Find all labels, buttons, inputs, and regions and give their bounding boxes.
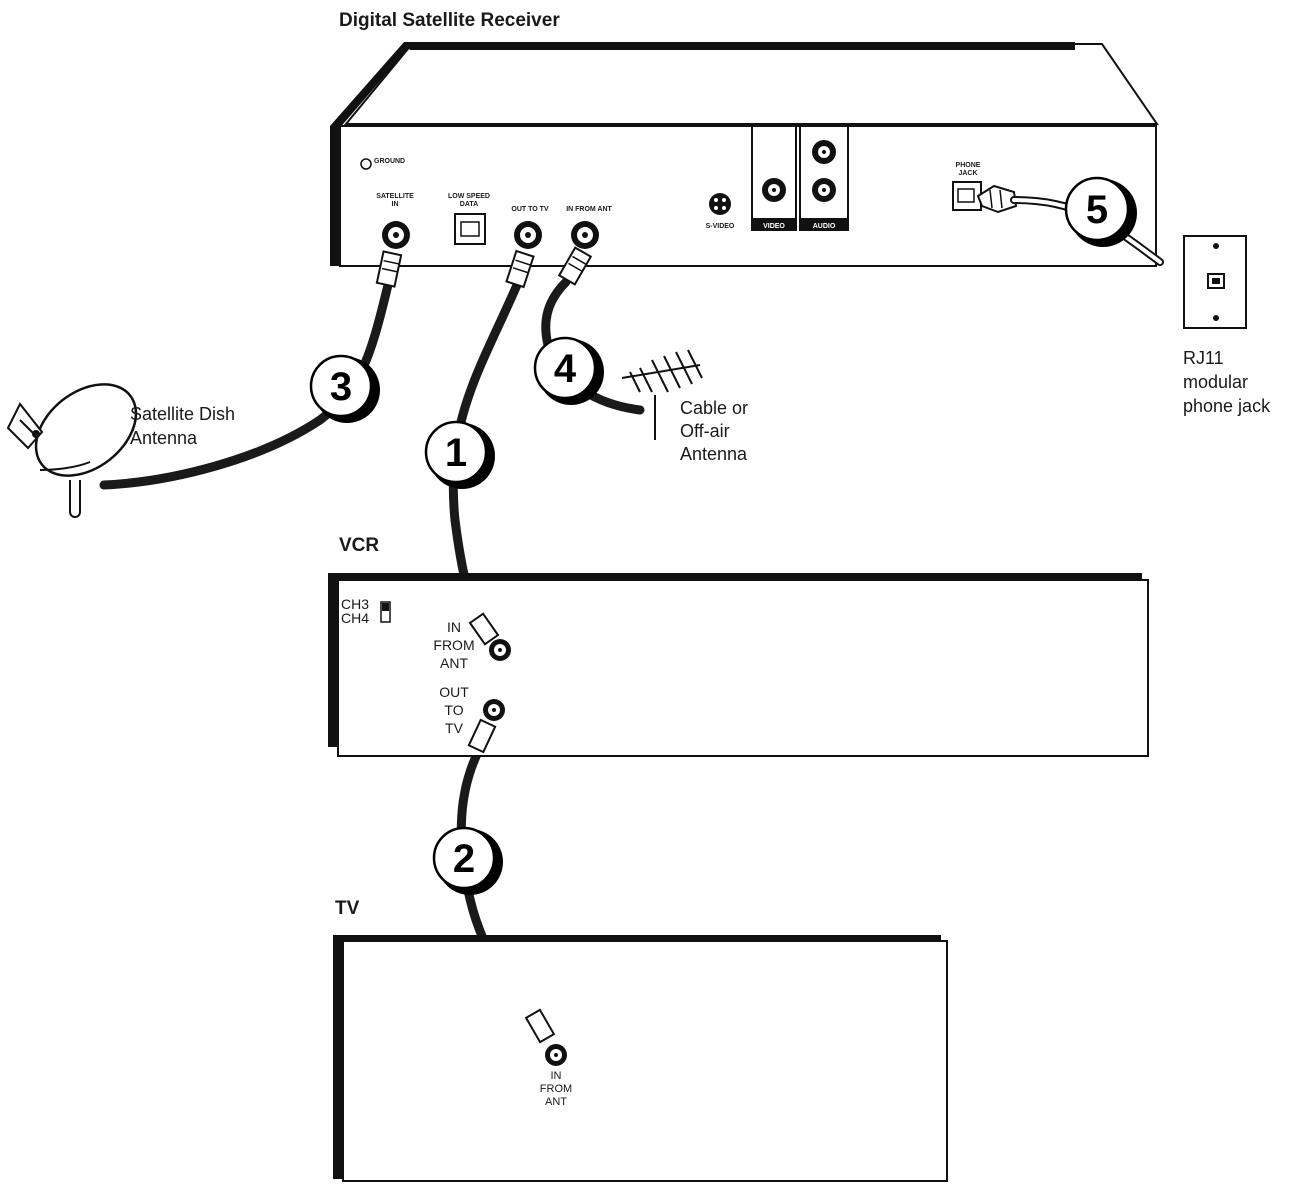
vcr-ch3-label: CH3: [341, 596, 369, 612]
tv-in-label-1: IN: [551, 1070, 562, 1082]
tv-title: TV: [335, 898, 360, 919]
vcr-in-label-2: FROM: [433, 637, 474, 653]
phone-jack-caption-3: phone jack: [1183, 396, 1271, 416]
s-video-label: S-VIDEO: [706, 223, 735, 230]
phone-jack-label-2: JACK: [958, 170, 977, 177]
antenna-label-1: Cable or: [680, 398, 748, 418]
step-badge-1: 1: [424, 420, 495, 489]
step-number-2: 2: [453, 837, 475, 881]
rj11-plug-icon: [976, 184, 1018, 214]
vcr-out-label-2: TO: [444, 702, 463, 718]
low-speed-data-label-2: DATA: [460, 201, 478, 208]
channel-switch-icon: [380, 601, 391, 623]
phone-jack-label-1: PHONE: [956, 162, 981, 169]
satellite-in-label-1: SATELLITE: [376, 193, 414, 200]
vcr-title: VCR: [339, 535, 379, 556]
satellite-dish-icon: [6, 383, 138, 518]
step-number-1: 1: [445, 431, 467, 475]
tv-in-port-icon: [524, 1008, 567, 1066]
audio-label: AUDIO: [813, 223, 836, 230]
out-to-tv-port-icon: [514, 221, 542, 249]
antenna-label-2: Off-air: [680, 421, 730, 441]
cable-satellite: [99, 280, 393, 490]
in-from-ant-port-icon: [571, 221, 599, 249]
vcr-in-port-icon: [468, 612, 511, 661]
vcr-device: [328, 573, 1149, 757]
step-badge-2: 2: [432, 826, 503, 895]
audio-port-block: [799, 125, 849, 231]
vcr-in-label-1: IN: [447, 619, 461, 635]
vcr-out-label-3: TV: [445, 720, 464, 736]
vcr-in-label-3: ANT: [440, 655, 468, 671]
in-from-ant-label: IN FROM ANT: [566, 206, 612, 213]
antenna-label-3: Antenna: [680, 444, 748, 464]
out-to-tv-label: OUT TO TV: [511, 206, 549, 213]
phone-jack-caption-1: RJ11: [1183, 348, 1224, 368]
satellite-connector-icon: [375, 250, 403, 288]
video-label: VIDEO: [763, 223, 785, 230]
tv-in-label-3: ANT: [545, 1096, 567, 1108]
satellite-dish-label-2: Antenna: [130, 428, 198, 448]
low-speed-data-label-1: LOW SPEED: [448, 193, 490, 200]
satellite-dish-label-1: Satellite Dish: [130, 404, 235, 424]
vcr-out-port-icon: [467, 699, 505, 754]
ground-screw-icon: [360, 158, 372, 170]
out-to-tv-connector-icon: [505, 249, 535, 289]
wall-phone-jack-icon: [1183, 235, 1247, 329]
step-number-4: 4: [554, 347, 577, 391]
phone-jack-caption-2: modular: [1183, 372, 1248, 392]
receiver-title: Digital Satellite Receiver: [339, 10, 560, 31]
low-speed-data-port-icon: [454, 213, 486, 245]
video-port-block: [751, 125, 797, 231]
step-number-3: 3: [330, 365, 352, 409]
phone-jack-port-icon: [952, 181, 982, 211]
tv-antenna-icon: [621, 349, 703, 440]
step-badge-5: 5: [1064, 176, 1137, 247]
satellite-in-label-2: IN: [392, 201, 399, 208]
in-from-ant-connector-icon: [557, 246, 593, 286]
s-video-port-icon: [709, 193, 731, 215]
satellite-receiver: GROUND SATELLITE IN LOW SPEED DATA OUT T…: [330, 42, 1159, 267]
satellite-in-port-icon: [382, 221, 410, 249]
ground-label: GROUND: [374, 158, 405, 165]
step-number-5: 5: [1086, 188, 1108, 232]
step-badge-4: 4: [533, 336, 604, 405]
tv-device: [333, 935, 948, 1182]
tv-in-label-2: FROM: [540, 1083, 572, 1095]
vcr-out-label-1: OUT: [439, 684, 469, 700]
vcr-ch4-label: CH4: [341, 610, 369, 626]
step-badge-3: 3: [309, 354, 380, 423]
